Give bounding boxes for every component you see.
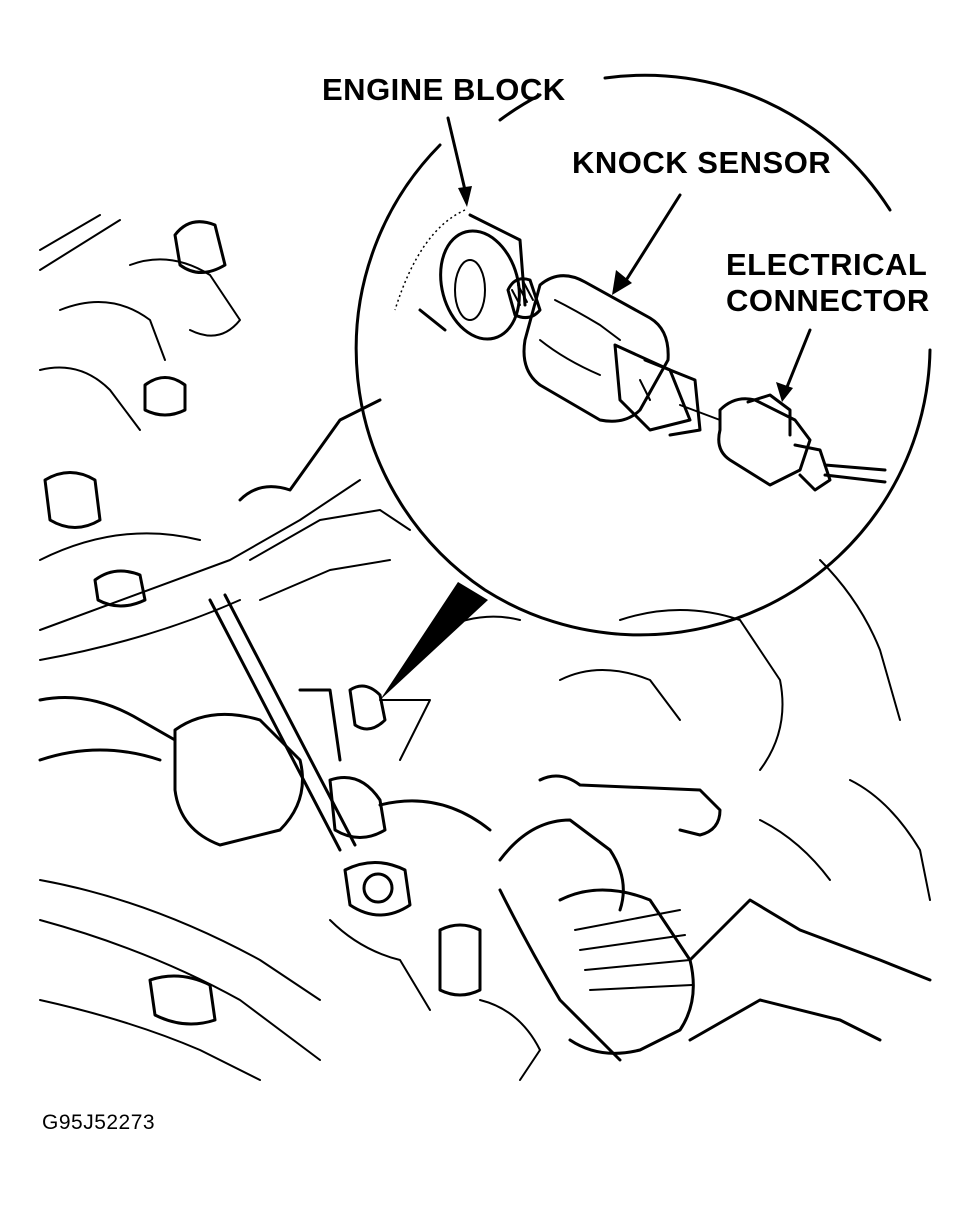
callout-knock-sensor: KNOCK SENSOR xyxy=(572,145,832,180)
engine-block-arrowhead xyxy=(458,186,472,207)
connector-arrowhead xyxy=(776,382,793,402)
callout-engine-block: ENGINE BLOCK xyxy=(322,72,566,107)
callout-electrical-connector-line2: CONNECTOR xyxy=(726,283,930,318)
detail-circle xyxy=(354,143,932,637)
detail-pointer-wedge xyxy=(380,582,488,700)
electrical-connector-part xyxy=(679,393,887,492)
knock-sensor-part xyxy=(506,274,702,437)
knock-sensor-arrowhead xyxy=(612,270,632,295)
engine-block-part xyxy=(394,209,527,341)
callout-electrical-connector-line1: ELECTRICAL xyxy=(726,247,928,282)
engine-bay-drawing xyxy=(38,214,932,1081)
callout-arrows xyxy=(446,116,812,402)
figure-code: G95J52273 xyxy=(42,1111,156,1134)
